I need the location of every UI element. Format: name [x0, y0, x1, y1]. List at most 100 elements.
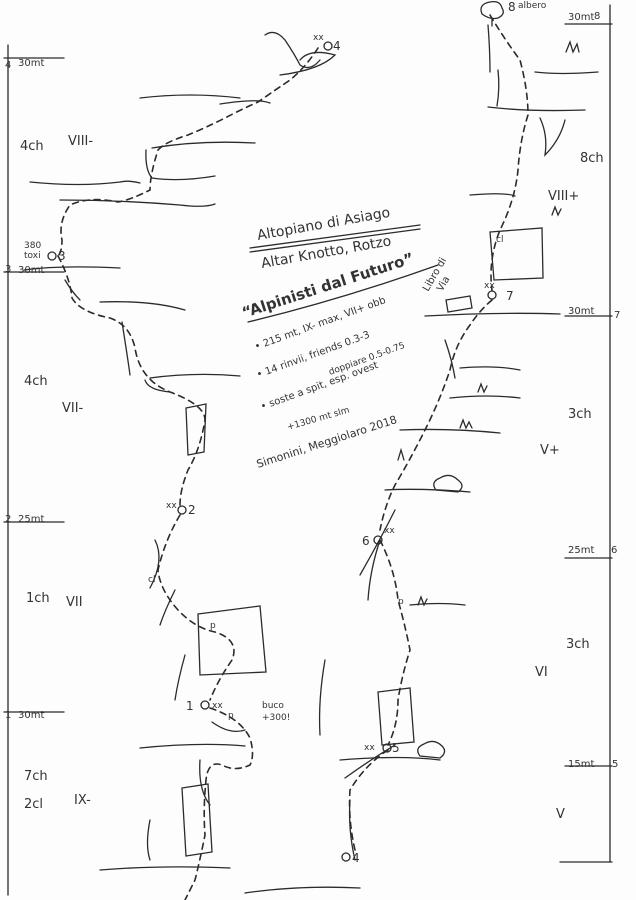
rock-ledge: [23, 266, 121, 271]
rock-edge: [496, 69, 500, 107]
belay-number: 3: [58, 249, 66, 263]
rock-edge: [318, 659, 326, 736]
belay-ring: [341, 852, 351, 862]
rock-ledge: [139, 743, 246, 749]
rock-edge: [367, 539, 381, 601]
belay-number: 1: [186, 699, 194, 713]
grass-icon: [459, 418, 473, 430]
left-scale-pitch: 4: [5, 60, 11, 71]
bush-icon: [417, 740, 446, 759]
bolt-pair: xx: [212, 701, 223, 711]
belay-ring: [47, 251, 57, 261]
belay-ring: [200, 700, 210, 710]
route-right: [379, 539, 411, 746]
pitch-bolts: 4ch: [24, 374, 48, 389]
grass-icon: [565, 40, 580, 54]
tree-label: albero: [518, 1, 547, 11]
pitch-grade: VII: [66, 595, 83, 610]
belay-number: 4: [352, 851, 360, 865]
buco-note: +300!: [262, 713, 290, 723]
belay-ring: [323, 41, 333, 51]
rock-ledge: [339, 756, 441, 761]
route-left: [57, 255, 206, 506]
rock-edge: [211, 721, 246, 733]
pitch-bolts: 1ch: [26, 591, 50, 606]
belay-number: 4: [333, 39, 341, 53]
title-altitude: +1300 mt slm: [286, 406, 351, 433]
rock-ledge: [399, 428, 501, 434]
right-scale-pitch: 7: [614, 310, 620, 321]
left-scale-height: 30mt: [18, 265, 44, 276]
pitch-bolts: 8ch: [580, 151, 604, 166]
piton-mark: p: [210, 621, 216, 631]
rock-ledge: [219, 100, 271, 105]
bolt-pair: xx: [166, 501, 177, 511]
grass-icon: [417, 595, 428, 607]
pitch-grade: V+: [540, 443, 560, 458]
belay-number: 2: [188, 503, 196, 517]
rock-slab: [489, 227, 544, 281]
rock-edge: [279, 51, 337, 76]
right-scale-pitch: 6: [611, 545, 617, 556]
title-rule: [249, 228, 421, 253]
rock-edge: [159, 589, 176, 626]
rock-ledge: [424, 312, 561, 317]
pitch-bolts: 3ch: [566, 637, 590, 652]
rock-ledge: [487, 106, 586, 112]
belay-number: 6: [362, 534, 370, 548]
bolt-pair: xx: [484, 281, 495, 291]
logbook-icon: [445, 295, 473, 313]
rock-edge: [174, 654, 186, 701]
route-left: [57, 47, 319, 257]
left-scale-pitch: 3: [5, 264, 11, 275]
rock-edge: [199, 759, 211, 806]
pitch-bolts: 4ch: [20, 139, 44, 154]
rock-edge: [145, 149, 216, 181]
right-scale-height: 30mt: [568, 306, 594, 317]
rock-edge: [264, 31, 321, 69]
bush-icon: [433, 474, 463, 493]
rock-slab: [181, 783, 213, 857]
left-scale-height: 30mt: [18, 710, 44, 721]
rock-ledge: [384, 488, 471, 493]
bolt-pair: xx: [313, 33, 324, 43]
left-scale-height: 25mt: [18, 514, 44, 525]
piton-mark: p: [398, 597, 404, 607]
rock-edge: [64, 279, 81, 301]
pitch-grade: VII-: [62, 401, 84, 416]
rock-ledge: [99, 866, 231, 871]
tree-icon: [480, 0, 504, 27]
rock-ledge: [409, 602, 466, 606]
grass-icon: [551, 205, 562, 217]
belay-number: 5: [392, 741, 400, 755]
belay-number: 8: [508, 0, 516, 14]
note-380: 380: [24, 241, 41, 251]
belay-ring: [487, 290, 497, 300]
rock-edge: [144, 379, 171, 393]
rock-edge: [359, 509, 396, 576]
camalot-mark: cl: [496, 235, 503, 245]
route-left: [157, 514, 235, 701]
right-scale-pitch: 5: [612, 759, 618, 770]
belay-number: 7: [506, 289, 514, 303]
grass-icon: [397, 447, 405, 461]
grass-icon: [477, 382, 488, 394]
left-scale-height: 30mt: [18, 58, 44, 69]
route-right: [348, 749, 389, 851]
right-scale-height: 25mt: [568, 545, 594, 556]
pitch-grade: VIII-: [68, 134, 93, 149]
title-rule: [249, 224, 421, 249]
rock-ledge: [99, 301, 186, 311]
rock-slab: [185, 403, 207, 456]
rock-slab: [197, 605, 267, 676]
pitch-grade: VI: [535, 665, 548, 680]
route-right: [489, 14, 529, 291]
left-scale-pitch: 2: [5, 514, 11, 525]
rock-ledge: [149, 373, 241, 379]
rock-ledge: [59, 199, 216, 207]
pitch-bolts: 3ch: [568, 407, 592, 422]
rock-ledge: [29, 180, 141, 186]
rock-ledge: [244, 886, 361, 894]
